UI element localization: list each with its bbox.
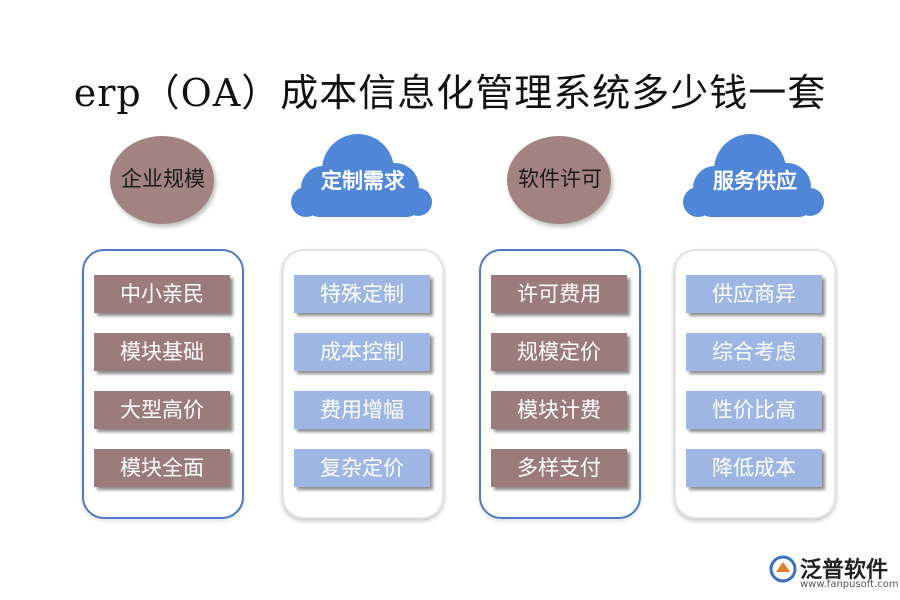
items-panel: 中小亲民 模块基础 大型高价 模块全面 — [82, 249, 244, 519]
column-service-supply: 服务供应 供应商异 综合考虑 性价比高 降低成本 — [670, 132, 840, 532]
cloud-icon — [683, 134, 824, 217]
list-item: 模块计费 — [491, 391, 627, 429]
page-title: erp（OA）成本信息化管理系统多少钱一套 — [73, 71, 827, 115]
list-item: 模块全面 — [94, 449, 230, 487]
list-item: 综合考虑 — [686, 333, 822, 371]
list-item: 供应商异 — [686, 275, 822, 313]
brand-url: www.fanpusoft.com — [800, 579, 899, 590]
heading-badge: 服务供应 — [670, 132, 840, 227]
column-enterprise-scale: 企业规模 中小亲民 模块基础 大型高价 模块全面 — [78, 132, 248, 532]
list-item: 多样支付 — [491, 449, 627, 487]
list-item: 降低成本 — [686, 449, 822, 487]
items-panel: 许可费用 规模定价 模块计费 多样支付 — [479, 249, 641, 519]
list-item: 许可费用 — [491, 275, 627, 313]
circle-shape — [110, 136, 214, 224]
column-software-license: 软件许可 许可费用 规模定价 模块计费 多样支付 — [475, 132, 645, 532]
items-panel: 供应商异 综合考虑 性价比高 降低成本 — [674, 249, 836, 519]
items-panel: 特殊定制 成本控制 费用增幅 复杂定价 — [282, 249, 444, 519]
list-item: 特殊定制 — [294, 275, 430, 313]
cloud-icon — [291, 134, 432, 217]
list-item: 复杂定价 — [294, 449, 430, 487]
list-item: 模块基础 — [94, 333, 230, 371]
list-item: 规模定价 — [491, 333, 627, 371]
list-item: 大型高价 — [94, 391, 230, 429]
list-item: 费用增幅 — [294, 391, 430, 429]
heading-label: 服务供应 — [713, 169, 797, 193]
heading-label: 定制需求 — [321, 169, 405, 193]
brand-logo: 泛普软件 www.fanpusoft.com — [768, 552, 899, 597]
list-item: 中小亲民 — [94, 275, 230, 313]
heading-badge: 企业规模 — [78, 132, 248, 227]
column-custom-requirements: 定制需求 特殊定制 成本控制 费用增幅 复杂定价 — [278, 132, 448, 532]
list-item: 成本控制 — [294, 333, 430, 371]
list-item: 性价比高 — [686, 391, 822, 429]
circle-shape — [507, 136, 611, 224]
heading-badge: 定制需求 — [278, 132, 448, 227]
heading-label: 企业规模 — [121, 167, 205, 191]
heading-label: 软件许可 — [518, 167, 602, 191]
brand-logo-icon — [769, 555, 797, 583]
heading-badge: 软件许可 — [475, 132, 645, 227]
brand-name: 泛普软件 — [800, 558, 889, 583]
